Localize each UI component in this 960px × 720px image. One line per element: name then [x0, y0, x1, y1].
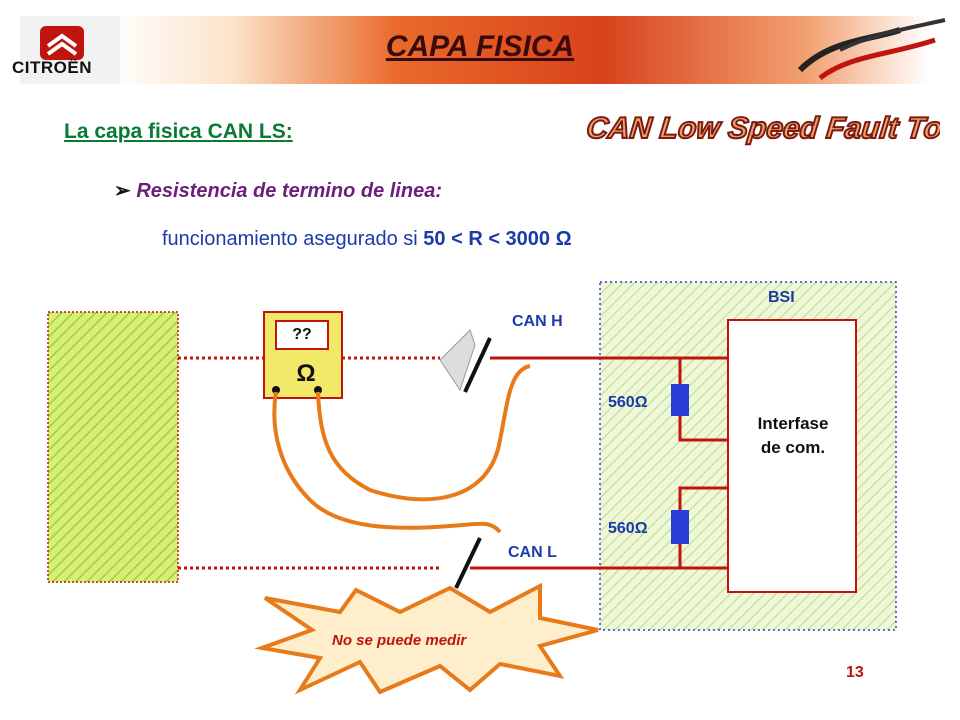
- header-banner: [20, 16, 946, 84]
- resistor-bottom: [671, 510, 689, 544]
- probe-wire-to-can-l: [272, 391, 502, 534]
- cable-icon: [797, 18, 946, 80]
- page-title: CAPA FISICA: [385, 30, 575, 63]
- resistor-bottom-label: 560Ω: [608, 520, 648, 537]
- remote-ecu-block: [47, 311, 179, 583]
- warning-burst: [254, 582, 599, 695]
- condition-text: funcionamiento asegurado si: [162, 228, 424, 250]
- condition-line: funcionamiento asegurado si 50 < R < 300…: [162, 228, 572, 251]
- can-l-break-icon: [454, 537, 482, 589]
- interface-label: Interfase de com.: [730, 412, 856, 460]
- arrow-bullet-icon: ➢: [114, 180, 131, 202]
- bsi-label: BSI: [768, 289, 795, 306]
- citroen-chevron-logo: [40, 26, 84, 60]
- resistor-top-label: 560Ω: [608, 394, 648, 411]
- ohm-unit-icon: Ω: [296, 360, 316, 387]
- meter-display: ??: [275, 320, 329, 350]
- bullet-item: ➢ Resistencia de termino de linea:: [114, 178, 442, 203]
- interface-box: [727, 319, 857, 593]
- logo-text: CITROËN: [12, 58, 92, 77]
- circuit-diagram: [47, 281, 897, 695]
- page-number: 13: [846, 664, 864, 681]
- can-ls-badge: CAN Low Speed Fault Tolerant: [584, 111, 940, 146]
- bullet-text: Resistencia de termino de linea:: [136, 180, 442, 202]
- interface-line-2: de com.: [760, 438, 826, 457]
- subtitle-colon: :: [285, 120, 293, 143]
- subtitle-text: La capa fisica CAN LS: [64, 120, 286, 143]
- resistor-top: [671, 384, 689, 416]
- badge-text: CAN Low Speed Fault Tolerant: [585, 112, 940, 145]
- probe-wire-to-can-h: [316, 364, 531, 502]
- can-l-label: CAN L: [508, 544, 557, 561]
- can-h-label: CAN H: [512, 313, 563, 330]
- can-h-break-icon: [439, 329, 492, 393]
- condition-value: 50 < R < 3000 Ω: [423, 228, 572, 250]
- section-subtitle: La capa fisica CAN LS:: [64, 120, 293, 144]
- warning-text: No se puede medir: [332, 632, 467, 649]
- interface-line-1: Interfase: [757, 414, 829, 433]
